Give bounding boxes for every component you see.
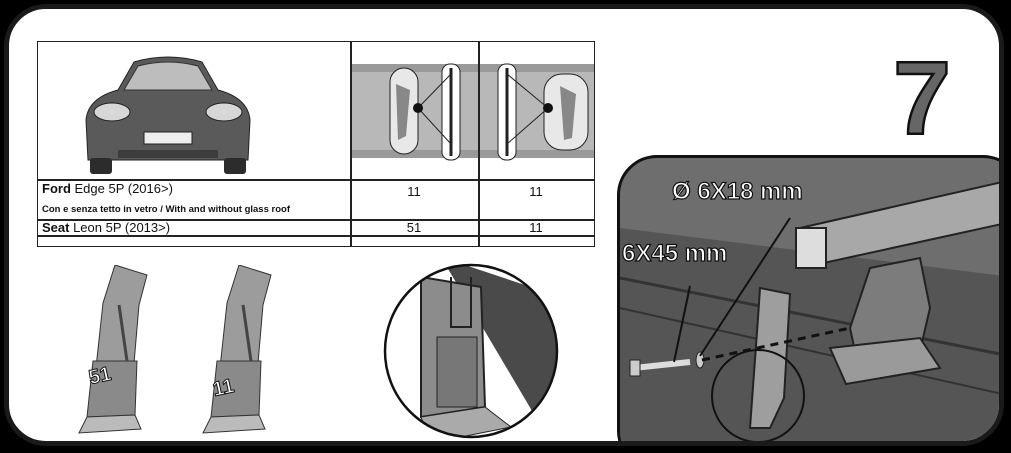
- table-row: Ford Edge 5P (2016>): [42, 181, 173, 196]
- instruction-sheet: Ford Edge 5P (2016>) Con e senza tetto i…: [4, 4, 1004, 446]
- rear-pad-code: 11: [529, 184, 543, 199]
- front-pad-code: 51: [406, 220, 422, 235]
- car-top-view-front: [352, 63, 478, 161]
- step-number: 7: [892, 41, 952, 157]
- pad-11-label: 11: [210, 375, 237, 402]
- fitting-table: Ford Edge 5P (2016>) Con e senza tetto i…: [37, 41, 595, 247]
- car-top-view-rear: [480, 63, 594, 161]
- car-front-image: [85, 56, 251, 174]
- screw-short-dimension: Ø 6X18 mm: [671, 177, 803, 205]
- rear-pad-code: 11: [529, 220, 543, 235]
- detail-zoom-circle: [383, 263, 559, 439]
- pad-51-label: 51: [86, 362, 114, 390]
- screw-long-dimension: 6X45 mm: [621, 239, 728, 267]
- front-pad-code: 11: [407, 184, 421, 199]
- glass-roof-note: Con e senza tetto in vetro / With and wi…: [42, 204, 290, 215]
- pad-11-illustration: [202, 265, 272, 434]
- installation-inset: Ø 6X18 mm 6X45 mm: [617, 155, 999, 441]
- pad-51-illustration: [78, 265, 148, 434]
- table-row: Seat Leon 5P (2013>): [42, 220, 171, 235]
